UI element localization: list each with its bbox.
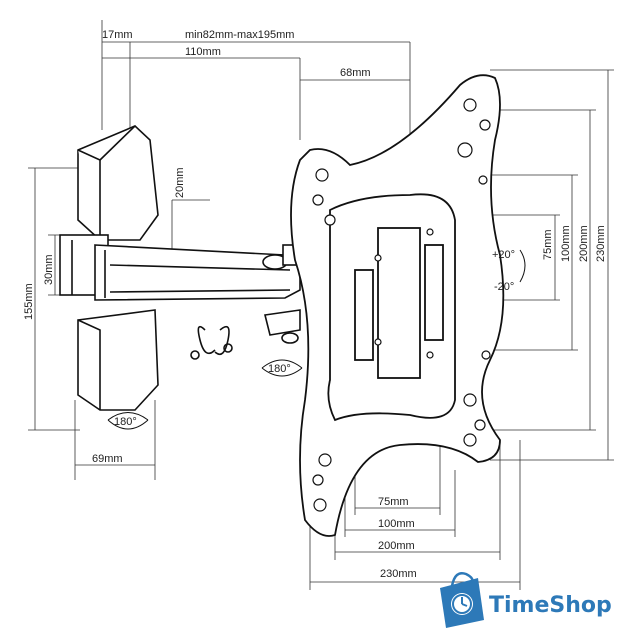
label-v200mm: 200mm	[578, 225, 590, 262]
label-68mm: 68mm	[340, 67, 371, 79]
label-h230mm: 230mm	[380, 568, 417, 580]
label-v100mm: 100mm	[560, 225, 572, 262]
label-20mm: 20mm	[174, 167, 186, 198]
label-v230mm: 230mm	[595, 225, 607, 262]
swing-arm	[94, 244, 301, 344]
vesa-bracket	[290, 74, 505, 537]
label-155mm: 155mm	[23, 283, 35, 320]
mounting-holes	[312, 98, 491, 512]
wall-plate	[59, 125, 159, 411]
label-top-range: min82mm-max195mm	[185, 29, 294, 41]
shopping-bag-clock-icon	[440, 572, 484, 628]
label-17mm: 17mm	[102, 29, 133, 41]
label-69mm: 69mm	[92, 453, 123, 465]
brand-name: TimeShop	[489, 593, 612, 618]
dimension-labels: min82mm-max195mm 17mm 110mm 68mm 20mm 30…	[23, 29, 607, 580]
label-h75mm: 75mm	[378, 496, 409, 508]
cable-hook	[190, 325, 233, 360]
timeshop-logo: TimeShop	[440, 572, 612, 628]
label-h200mm: 200mm	[378, 540, 415, 552]
rotation-arrows	[107, 249, 526, 430]
label-30mm: 30mm	[43, 254, 55, 285]
label-v75mm: 75mm	[542, 229, 554, 260]
label-110mm: 110mm	[185, 46, 221, 58]
label-tilt-up: +20°	[492, 249, 515, 261]
label-swivel-wall: 180°	[114, 416, 137, 428]
label-swivel-arm: 180°	[268, 363, 291, 375]
label-tilt-down: -20°	[494, 281, 514, 293]
label-h100mm: 100mm	[378, 518, 415, 530]
